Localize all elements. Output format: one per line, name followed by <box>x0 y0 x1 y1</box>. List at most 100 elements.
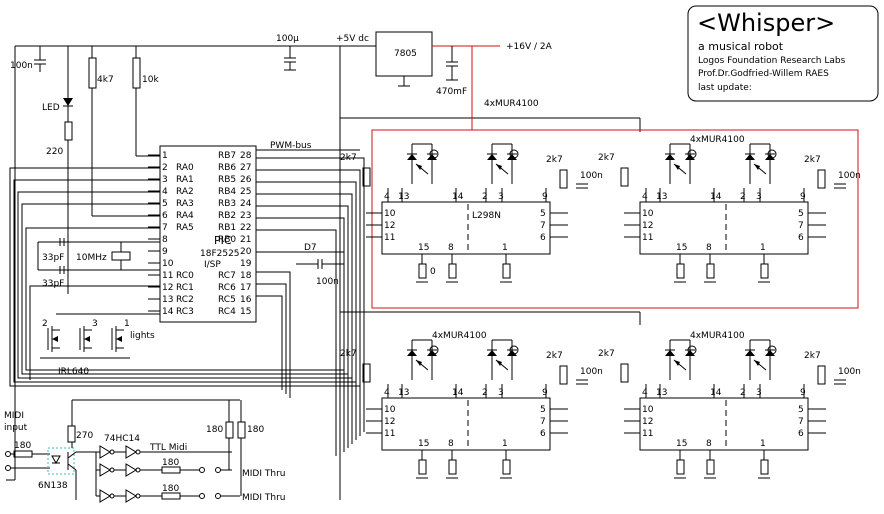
resistor-220 <box>64 121 73 141</box>
inverter-3-icon <box>99 463 111 477</box>
crystal-icon <box>111 251 131 261</box>
driver-pin-top: 14 <box>452 192 464 202</box>
cap-100n-label: 100n <box>10 61 33 71</box>
r-in-label: 180 <box>14 441 31 451</box>
driver-pin-top: 13 <box>656 192 667 202</box>
driver-pin-right: 5 <box>540 209 546 219</box>
pic-chip <box>159 145 257 323</box>
pic-pin-number: 20 <box>240 247 252 257</box>
driver-pin-bottom: 15 <box>418 243 429 253</box>
pic-pin-number: 2 <box>162 163 168 173</box>
pic-pin-number: 22 <box>240 223 251 233</box>
driver-pin-bottom: 1 <box>502 439 508 449</box>
diodes-label: 4xMUR4100 <box>432 331 487 341</box>
mur4100-diode-pair-icon <box>665 339 697 380</box>
cap-100n-mid-label: 100n <box>316 277 339 287</box>
driver-pin-top: 13 <box>398 192 409 202</box>
pic-pin-number: 5 <box>162 199 168 209</box>
cap-470mf-label: 470mF <box>436 87 467 97</box>
pic-pin-number: 17 <box>240 283 251 293</box>
pic-pin-number: 23 <box>240 211 251 221</box>
pic-pin-name: RC7 <box>218 271 236 281</box>
r-pull-1-label: 180 <box>206 425 223 435</box>
pic-name-3: I/SP <box>204 260 221 270</box>
buffer-label: 74HC14 <box>104 434 140 444</box>
inverter-2-icon <box>125 445 137 459</box>
cap-100n-label: 100n <box>838 171 861 181</box>
author-name: Prof.Dr.Godfried-Willem RAES <box>698 69 829 79</box>
mur4100-diode-pair-icon <box>745 339 777 380</box>
pic-pin-name: RB0 <box>218 235 236 245</box>
inverter-4-icon <box>125 463 137 477</box>
r-2k7-label: 2k7 <box>598 349 615 359</box>
mosfet-1-icon <box>47 326 60 352</box>
driver-pin-left: 11 <box>384 429 395 439</box>
sense-resistor <box>418 263 427 279</box>
opto-led-icon <box>51 455 61 465</box>
r-2k7-label: 2k7 <box>598 153 615 163</box>
driver-pin-bottom: 1 <box>760 439 766 449</box>
pic-pin-number: 16 <box>240 295 252 305</box>
pic-pin-number: 13 <box>162 295 173 305</box>
l298n-chip <box>639 397 809 451</box>
pic-pin-number: 24 <box>240 199 252 209</box>
driver-pin-left: 11 <box>384 233 395 243</box>
midi-thru-1-pin-a <box>199 467 205 473</box>
r-pull-2-label: 180 <box>247 425 264 435</box>
driver-pin-bottom: 8 <box>706 243 712 253</box>
driver-pin-right: 6 <box>540 233 546 243</box>
cap-100n-label: 100n <box>580 367 603 377</box>
cap-100u-label: 100µ <box>276 34 299 44</box>
sense-resistor <box>760 263 769 279</box>
resistor-180-pull-2 <box>237 421 246 439</box>
pic-pin-number: 28 <box>240 151 252 161</box>
r-2k7-label: 2k7 <box>804 351 821 361</box>
regulator-label: 7805 <box>394 49 417 59</box>
driver-pin-right: 7 <box>540 417 546 427</box>
driver-pin-left: 12 <box>384 417 395 427</box>
pic-pin-name: RC6 <box>218 283 236 293</box>
pic-pin-name: RB2 <box>218 211 236 221</box>
driver-pin-top: 2 <box>482 388 488 398</box>
driver-pin-left: 12 <box>642 417 653 427</box>
last-update: last update: <box>698 83 752 93</box>
driver-pin-left: 10 <box>642 209 654 219</box>
ttl-midi-label: TTL Midi <box>149 443 187 453</box>
pic-pin-name: RA1 <box>176 175 194 185</box>
r-220-label: 220 <box>46 147 63 157</box>
driver-pin-right: 5 <box>798 209 804 219</box>
pic-pin-name: RA4 <box>176 211 194 221</box>
mur4100-diode-pair-icon <box>487 339 519 380</box>
pic-name-1: PIC <box>214 234 232 247</box>
driver-pin-top: 2 <box>740 388 746 398</box>
pic-pin-name: RB4 <box>218 187 236 197</box>
resistor-270 <box>67 425 76 443</box>
driver-pin-top: 2 <box>482 192 488 202</box>
midi-in-pin-1 <box>5 451 11 457</box>
driver-pin-top: 9 <box>800 388 806 398</box>
sense-resistor <box>502 263 511 279</box>
driver-pin-left: 11 <box>642 233 653 243</box>
pic-pin-name: RB1 <box>218 223 236 233</box>
l298n-chip <box>381 397 551 451</box>
driver-pin-bottom: 15 <box>676 243 687 253</box>
cap-100n-label: 100n <box>838 367 861 377</box>
driver-pin-right: 6 <box>540 429 546 439</box>
driver-pin-bottom: 8 <box>448 243 454 253</box>
sense-resistor <box>676 459 685 475</box>
driver-pin-top: 3 <box>756 388 762 398</box>
pic-pin-name: RB6 <box>218 163 236 173</box>
pic-pin-number: 3 <box>162 175 168 185</box>
driver-pin-right: 5 <box>540 405 546 415</box>
r-4k7-label: 4k7 <box>97 75 114 85</box>
midi-thru-1-label: MIDI Thru <box>242 469 285 479</box>
pic-pin-name: RA3 <box>176 199 194 209</box>
l298n-chip <box>639 201 809 255</box>
driver-pin-left: 10 <box>384 209 396 219</box>
power-supply: 100n 100µ +5V dc 7805 +16V / 2A 470mF <box>6 31 859 500</box>
sense-resistor <box>448 459 457 475</box>
driver-pin-right: 7 <box>540 221 546 231</box>
